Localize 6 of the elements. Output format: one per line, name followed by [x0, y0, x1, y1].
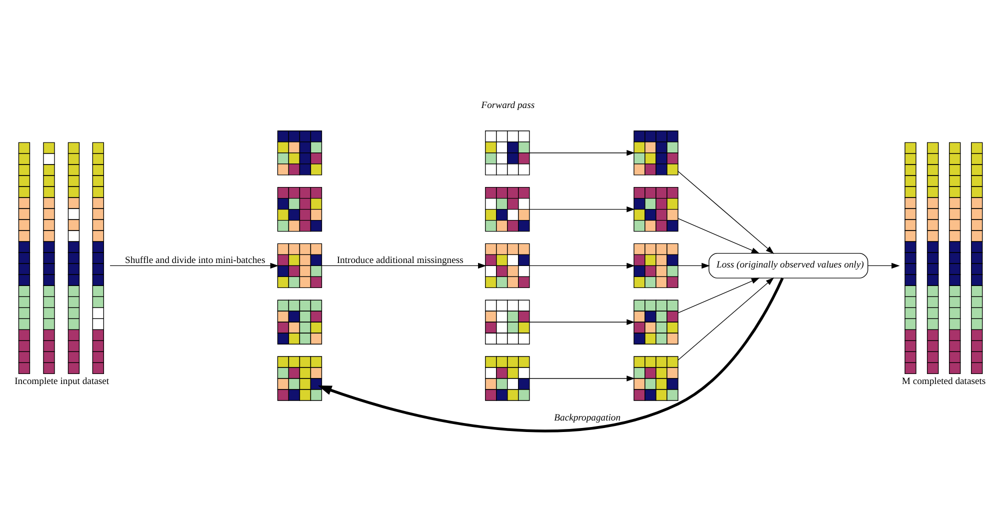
node-label: M completed datasets — [902, 376, 986, 387]
label: Forward pass — [481, 99, 535, 110]
edge-label: Shuffle and divide into mini-batches — [124, 254, 266, 266]
edge-label: Backpropagation — [554, 412, 621, 424]
node-label: Incomplete input dataset — [14, 376, 110, 387]
edge-label: Introduce additional missingness — [336, 254, 464, 266]
